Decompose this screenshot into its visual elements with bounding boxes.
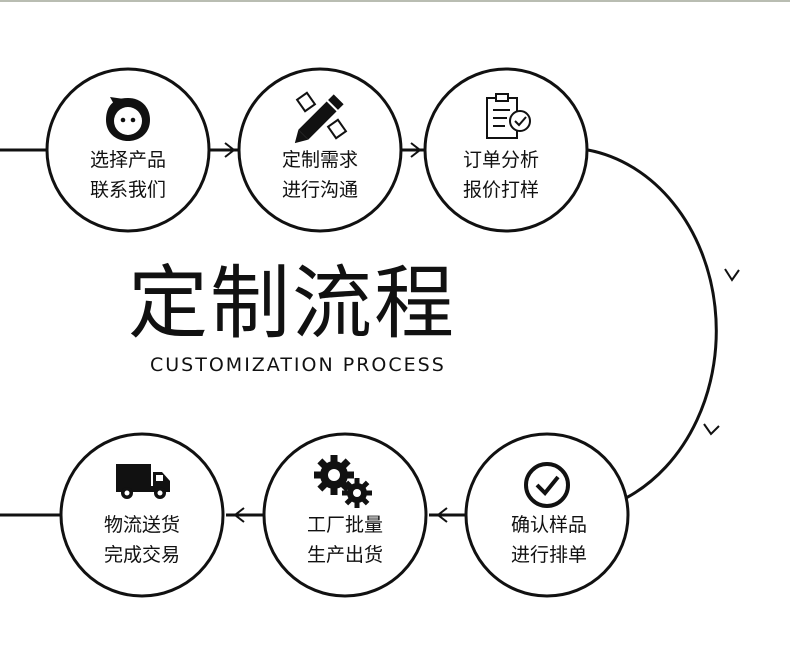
- step-4-line-2: 进行排单: [510, 544, 587, 566]
- step-6-line-2: 完成交易: [103, 544, 180, 566]
- check-circle-icon: [524, 462, 570, 508]
- step-circle: [464, 432, 630, 598]
- clipboard-check-icon: [486, 93, 531, 139]
- step-circle: [237, 67, 403, 233]
- step-1-label: 选择产品 联系我们: [53, 145, 203, 205]
- step-2-line-2: 进行沟通: [281, 179, 358, 201]
- step-6-line-1: 物流送货: [103, 514, 180, 536]
- connector-arc: [587, 148, 718, 500]
- step-2-line-1: 定制需求: [281, 149, 358, 171]
- step-3-line-1: 订单分析: [462, 149, 539, 171]
- step-3-label: 订单分析 报价打样: [426, 145, 576, 205]
- page-title: 定制流程: [128, 257, 456, 350]
- page-subtitle: CUSTOMIZATION PROCESS: [150, 354, 446, 376]
- step-5-line-2: 生产出货: [306, 544, 383, 566]
- arrow-down-icon: [724, 268, 740, 282]
- step-circle: [423, 67, 589, 233]
- chat-bubble-icon: [106, 97, 150, 141]
- step-circle: [59, 432, 225, 598]
- step-4-line-1: 确认样品: [510, 514, 587, 536]
- edit-pencil-icon: [294, 91, 348, 144]
- top-border: [0, 0, 790, 2]
- step-circle: [45, 67, 211, 233]
- gears-icon: [314, 455, 372, 508]
- step-2-label: 定制需求 进行沟通: [245, 145, 395, 205]
- truck-icon: [116, 464, 170, 499]
- arrow-down-icon: [703, 423, 720, 436]
- step-1-line-1: 选择产品: [89, 149, 166, 171]
- arrow-left-icon: [436, 507, 448, 523]
- arrow-right-icon: [224, 142, 236, 158]
- step-1-line-2: 联系我们: [89, 179, 166, 201]
- step-6-label: 物流送货 完成交易: [67, 510, 217, 570]
- step-4-label: 确认样品 进行排单: [474, 510, 624, 570]
- step-5-line-1: 工厂批量: [306, 514, 383, 536]
- step-circle: [262, 432, 428, 598]
- arrow-left-icon: [233, 507, 245, 523]
- arrow-right-icon: [410, 142, 422, 158]
- step-5-label: 工厂批量 生产出货: [270, 510, 420, 570]
- step-3-line-2: 报价打样: [462, 179, 539, 201]
